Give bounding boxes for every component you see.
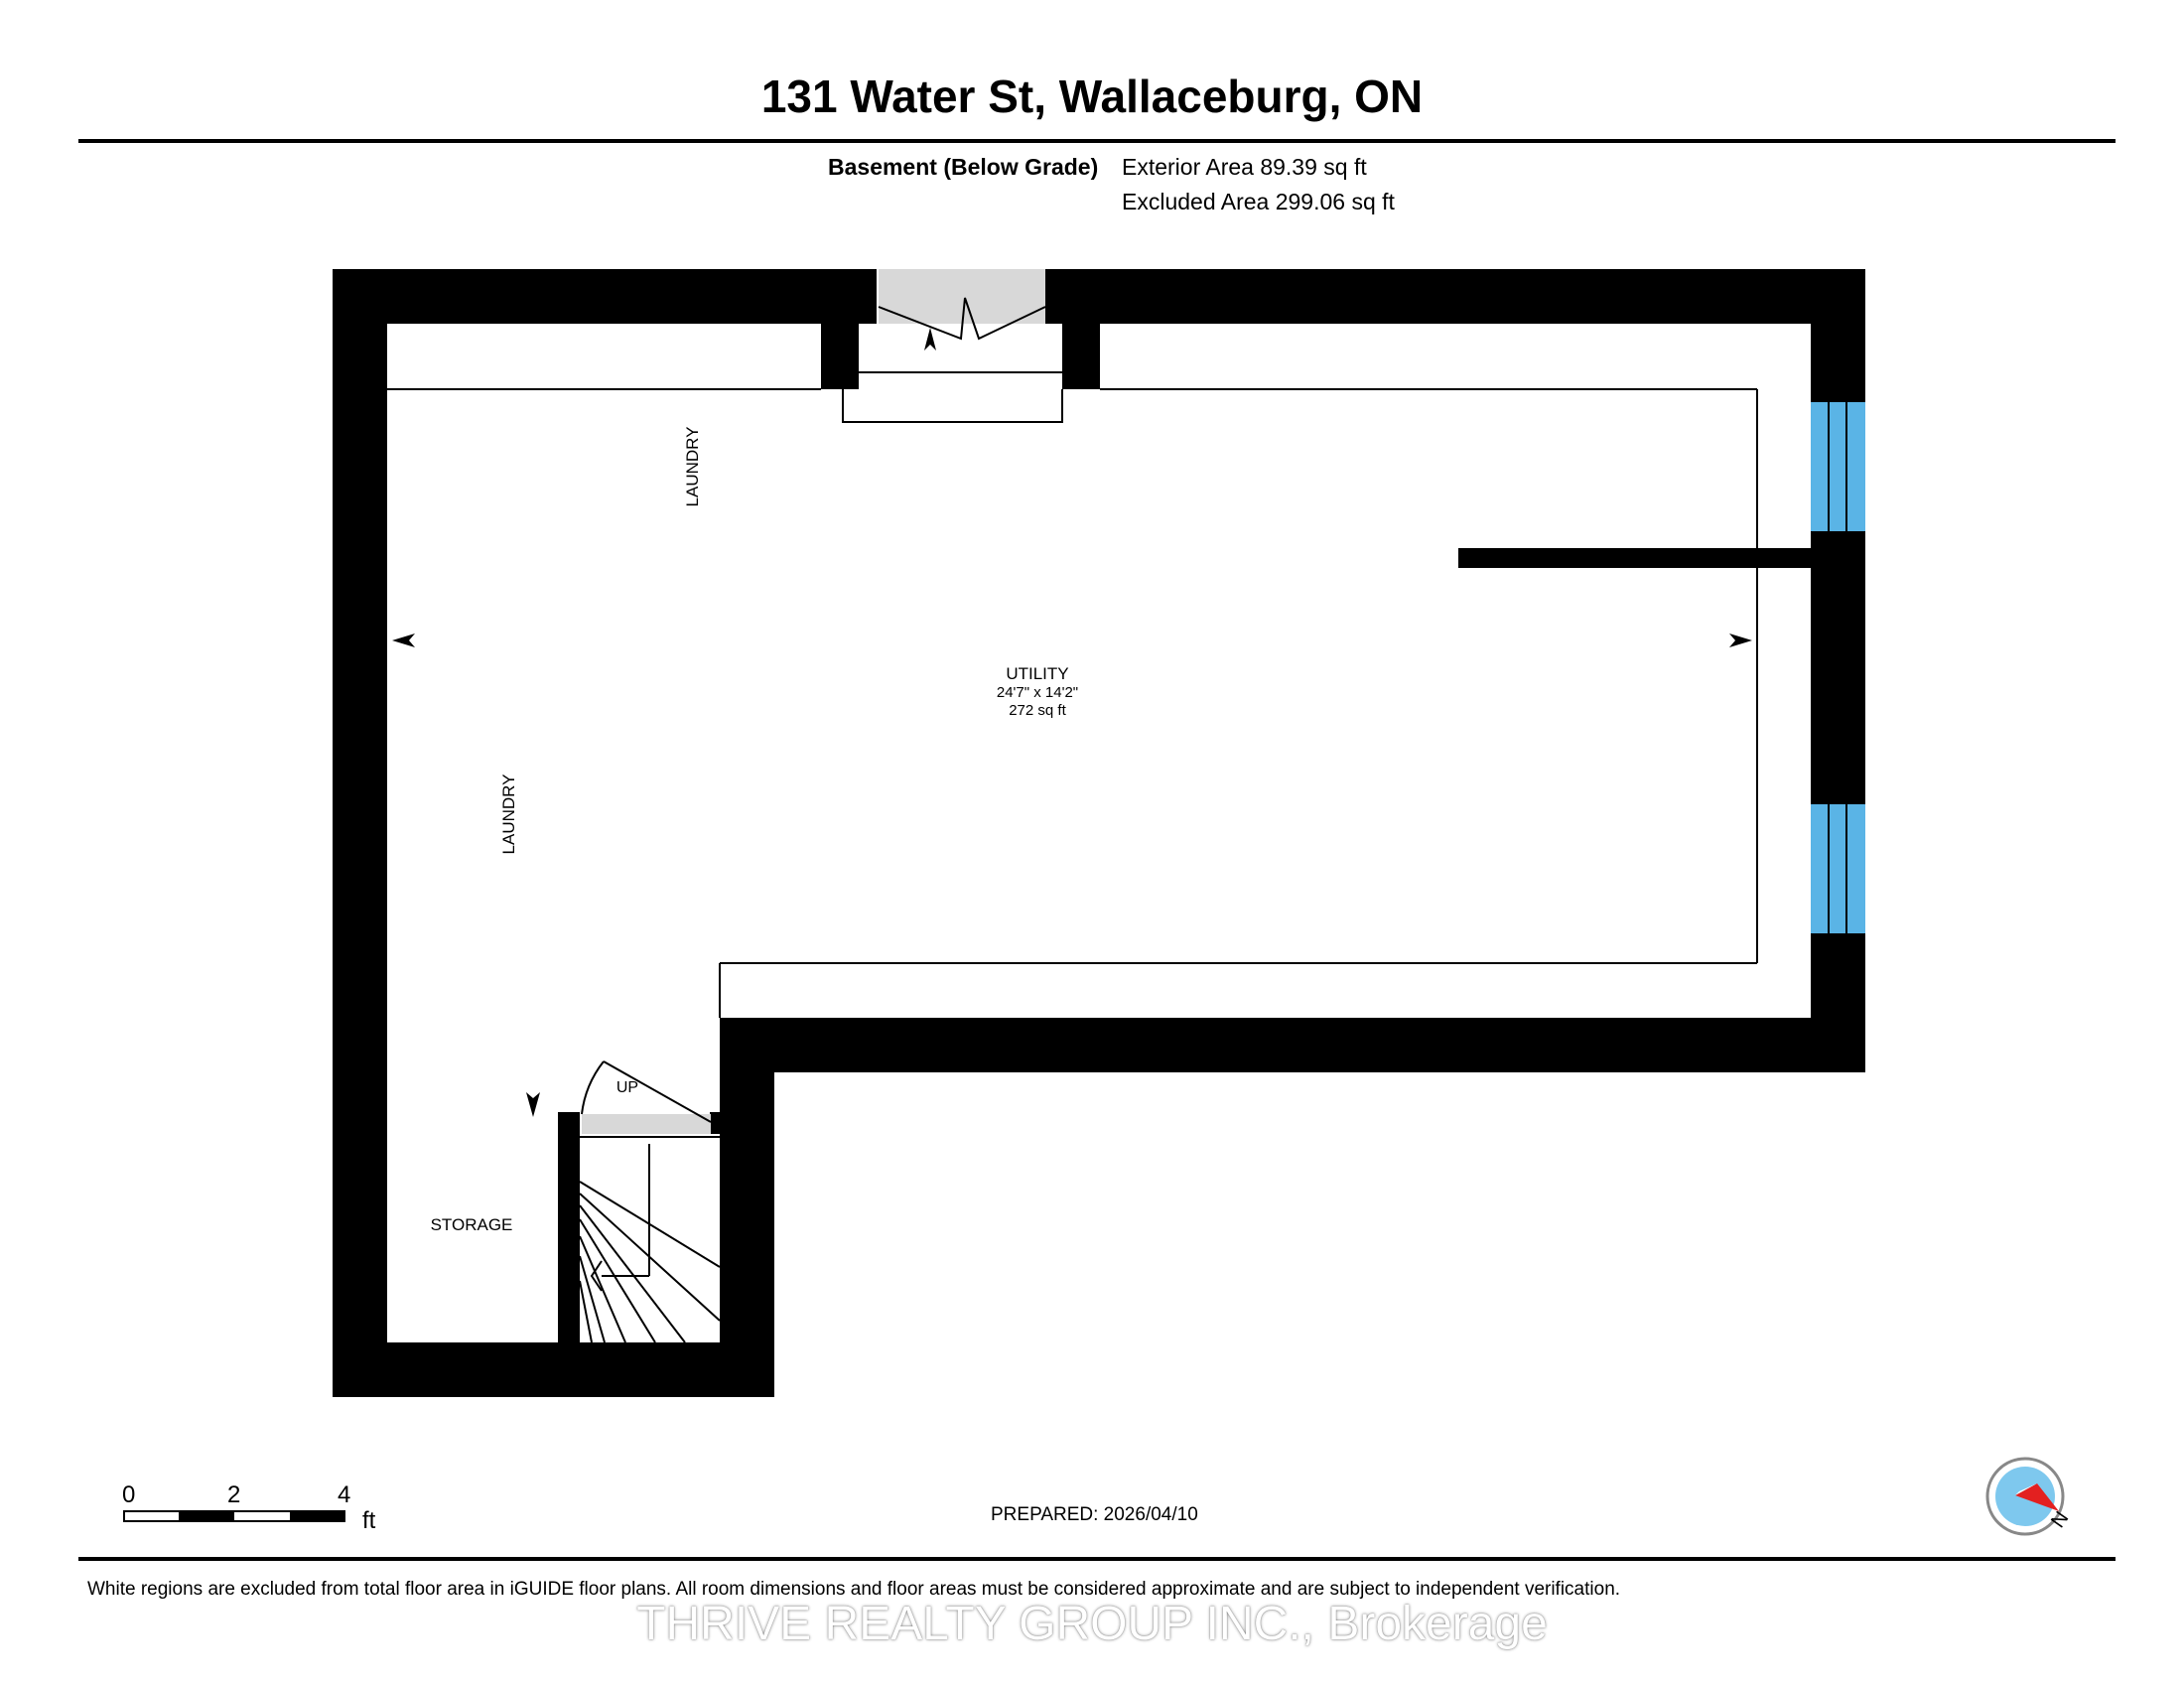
header-divider: [78, 139, 2116, 143]
arrow-left-icon: [392, 633, 415, 647]
dimension-arrows: [392, 633, 1752, 1117]
entry-arrow-icon: [924, 328, 936, 351]
entry-door: [842, 269, 1063, 423]
window-upper: [1811, 402, 1865, 531]
disclaimer: White regions are excluded from total fl…: [87, 1579, 1621, 1600]
room-utility-name: UTILITY: [1006, 664, 1068, 683]
wall-bottom-left: [333, 1342, 774, 1397]
wall-right: [1811, 269, 1865, 1072]
room-laundry-top: LAUNDRY: [683, 427, 702, 507]
scale-label-4: 4: [338, 1481, 351, 1508]
exterior-walls: [333, 269, 1865, 1397]
stairs: [579, 1060, 721, 1343]
wall-stair-post: [710, 1112, 722, 1134]
prepared-date: PREPARED: 2026/04/10: [991, 1504, 1198, 1525]
room-laundry-left: LAUNDRY: [499, 774, 518, 855]
scale-bar: [123, 1510, 345, 1522]
wall-partition: [1458, 548, 1812, 568]
brokerage-watermark: THRIVE REALTY GROUP INC., Brokerage: [636, 1598, 1548, 1650]
compass-icon: [1985, 1457, 2065, 1536]
wall-inner-step: [720, 1018, 774, 1397]
door-jamb-right: [1062, 324, 1100, 389]
scale-label-0: 0: [122, 1481, 136, 1508]
room-utility-dimensions: 24'7" x 14'2": [997, 684, 1078, 701]
stair-up-label: UP: [616, 1079, 638, 1096]
wall-stair-left: [558, 1112, 580, 1397]
arrow-down-icon: [526, 1092, 540, 1117]
footer-divider: [78, 1557, 2116, 1561]
windows: [1811, 402, 1865, 933]
page-title: 131 Water St, Wallaceburg, ON: [760, 70, 1424, 122]
wall-top-right: [1045, 269, 1865, 324]
scale-unit: ft: [362, 1507, 376, 1534]
scale-label-2: 2: [227, 1481, 241, 1508]
wall-bottom-right: [720, 1018, 1865, 1072]
floor-name: Basement (Below Grade): [828, 154, 1099, 180]
excluded-area: Excluded Area 299.06 sq ft: [1122, 189, 1395, 214]
exterior-area: Exterior Area 89.39 sq ft: [1122, 154, 1367, 180]
door-jamb-left: [821, 324, 859, 389]
wall-top-left: [333, 269, 877, 324]
room-utility-area: 272 sq ft: [1009, 702, 1066, 719]
wall-left: [333, 269, 387, 1397]
room-lines: [387, 388, 1758, 1018]
arrow-right-icon: [1729, 633, 1752, 647]
room-storage: STORAGE: [431, 1215, 513, 1234]
window-lower: [1811, 804, 1865, 933]
